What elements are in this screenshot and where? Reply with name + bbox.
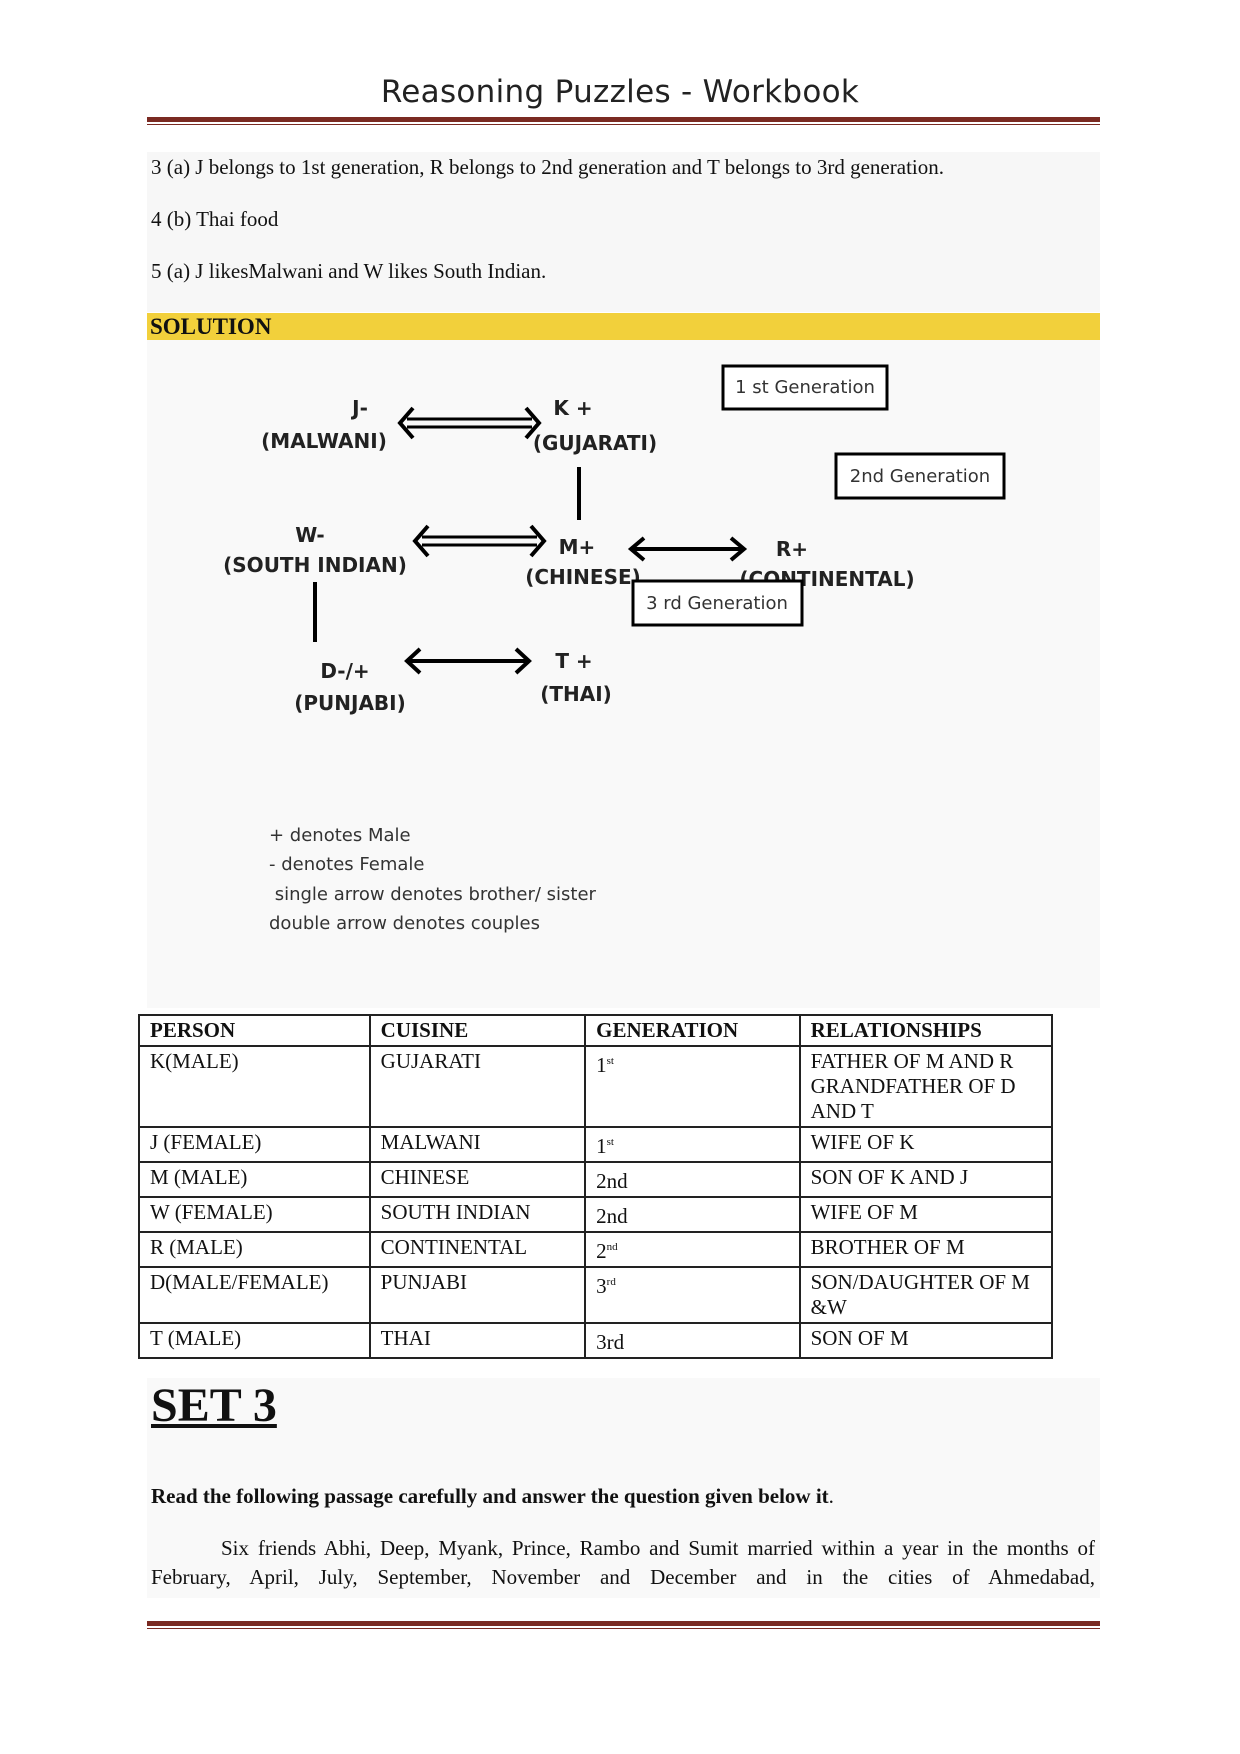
instruction-line: Read the following passage carefully and… (151, 1484, 834, 1508)
table-row: K(MALE) GUJARATI 1st FATHER OF M AND R G… (138, 1045, 1054, 1128)
cell-cuisine: MALWANI (368, 1126, 587, 1163)
legend-male: + denotes Male (269, 825, 411, 846)
sibling-arrow-d-t (404, 647, 532, 675)
set-section-background (147, 1378, 1100, 1598)
cell-person: D(MALE/FEMALE) (138, 1266, 371, 1324)
relationship-table: PERSON CUISINE GENERATION RELATIONSHIPS … (138, 1014, 1054, 1359)
passage-paragraph: Six friends Abhi, Deep, Myank, Prince, R… (151, 1536, 1095, 1589)
cell-person: K(MALE) (138, 1045, 371, 1128)
table-row: M (MALE) CHINESE 2nd SON OF K AND J (138, 1161, 1054, 1198)
header-rule (147, 117, 1100, 125)
node-m-cuisine: (CHINESE) (525, 565, 641, 589)
cell-generation: 1st (584, 1045, 801, 1128)
table-row: J (FEMALE) MALWANI 1st WIFE OF K (138, 1126, 1054, 1163)
solution-heading: SOLUTION (150, 314, 272, 339)
generation-2-label: 2nd Generation (850, 466, 990, 487)
node-k-name: K + (553, 396, 592, 420)
cell-cuisine: CONTINENTAL (368, 1231, 587, 1268)
node-j-cuisine: (MALWANI) (261, 429, 387, 453)
cell-relationship: SON OF M (798, 1322, 1054, 1359)
couple-arrow-j-k (397, 406, 542, 440)
cell-cuisine: SOUTH INDIAN (368, 1196, 587, 1233)
column-header-relationships: RELATIONSHIPS (798, 1014, 1054, 1047)
generation-1-label: 1 st Generation (735, 377, 875, 398)
cell-generation: 1st (584, 1126, 801, 1163)
column-header-generation: GENERATION (584, 1014, 801, 1047)
cell-relationship: SON OF K AND J (798, 1161, 1054, 1198)
diagram-legend: + denotes Male - denotes Female single a… (269, 825, 597, 934)
cell-person: W (FEMALE) (138, 1196, 371, 1233)
generation-box-2: 2nd Generation (834, 452, 1006, 500)
table-row: D(MALE/FEMALE) PUNJABI 3rd SON/DAUGHTER … (138, 1266, 1054, 1324)
answer-block: 3 (a) J belongs to 1st generation, R bel… (147, 152, 1100, 312)
node-k-cuisine: (GUJARATI) (533, 431, 657, 455)
answer-3: 3 (a) J belongs to 1st generation, R bel… (151, 155, 944, 179)
legend-double-arrow: double arrow denotes couples (269, 913, 540, 934)
cell-person: R (MALE) (138, 1231, 371, 1268)
cell-person: M (MALE) (138, 1161, 371, 1198)
cell-relationship: BROTHER OF M (798, 1231, 1054, 1268)
solution-heading-bar: SOLUTION (147, 313, 1100, 340)
instruction-bold: Read the following passage carefully and… (151, 1484, 829, 1508)
cell-generation: 3rd (584, 1322, 801, 1359)
cell-generation: 2nd (584, 1231, 801, 1268)
column-header-person: PERSON (138, 1014, 371, 1047)
table-row: T (MALE) THAI 3rd SON OF M (138, 1322, 1054, 1359)
cell-relationship: SON/DAUGHTER OF M &W (798, 1266, 1054, 1324)
sibling-arrow-m-r (627, 536, 748, 562)
column-header-cuisine: CUISINE (368, 1014, 587, 1047)
cell-generation: 2nd (584, 1196, 801, 1233)
footer-rule (147, 1621, 1100, 1629)
answer-5: 5 (a) J likesMalwani and W likes South I… (151, 259, 547, 283)
node-j-name: J- (350, 396, 368, 420)
node-w-name: W- (295, 523, 324, 547)
cell-person: T (MALE) (138, 1322, 371, 1359)
legend-single-arrow: single arrow denotes brother/ sister (269, 884, 597, 905)
couple-arrow-w-m (412, 524, 547, 558)
family-tree-svg: J- (MALWANI) K + (GUJARATI) W- (SOUTH IN… (223, 364, 1006, 934)
generation-box-1: 1 st Generation (721, 364, 889, 411)
cell-cuisine: PUNJABI (368, 1266, 587, 1324)
node-m-name: M+ (559, 535, 596, 559)
generation-3-label: 3 rd Generation (646, 593, 788, 614)
generation-box-3: 3 rd Generation (631, 579, 804, 627)
cell-generation: 2nd (584, 1161, 801, 1198)
node-r-name: R+ (776, 537, 808, 561)
node-d-name: D-/+ (320, 659, 369, 683)
family-tree-diagram: J- (MALWANI) K + (GUJARATI) W- (SOUTH IN… (147, 340, 1100, 1008)
node-w-cuisine: (SOUTH INDIAN) (223, 553, 407, 577)
cell-person: J (FEMALE) (138, 1126, 371, 1163)
table-row: R (MALE) CONTINENTAL 2nd BROTHER OF M (138, 1231, 1054, 1268)
set-title: SET 3 (151, 1379, 277, 1432)
answer-4: 4 (b) Thai food (151, 207, 279, 231)
table-row: W (FEMALE) SOUTH INDIAN 2nd WIFE OF M (138, 1196, 1054, 1233)
cell-cuisine: CHINESE (368, 1161, 587, 1198)
legend-female: - denotes Female (269, 854, 424, 875)
cell-generation: 3rd (584, 1266, 801, 1324)
cell-cuisine: GUJARATI (368, 1045, 587, 1128)
page-header-title: Reasoning Puzzles - Workbook (380, 74, 860, 110)
table-header-row: PERSON CUISINE GENERATION RELATIONSHIPS (138, 1014, 1054, 1047)
cell-cuisine: THAI (368, 1322, 587, 1359)
node-t-name: T + (555, 649, 592, 673)
cell-relationship: WIFE OF M (798, 1196, 1054, 1233)
node-d-cuisine: (PUNJABI) (294, 691, 406, 715)
node-t-cuisine: (THAI) (540, 682, 612, 706)
cell-relationship: WIFE OF K (798, 1126, 1054, 1163)
cell-relationship: FATHER OF M AND R GRANDFATHER OF D AND T (798, 1045, 1054, 1128)
